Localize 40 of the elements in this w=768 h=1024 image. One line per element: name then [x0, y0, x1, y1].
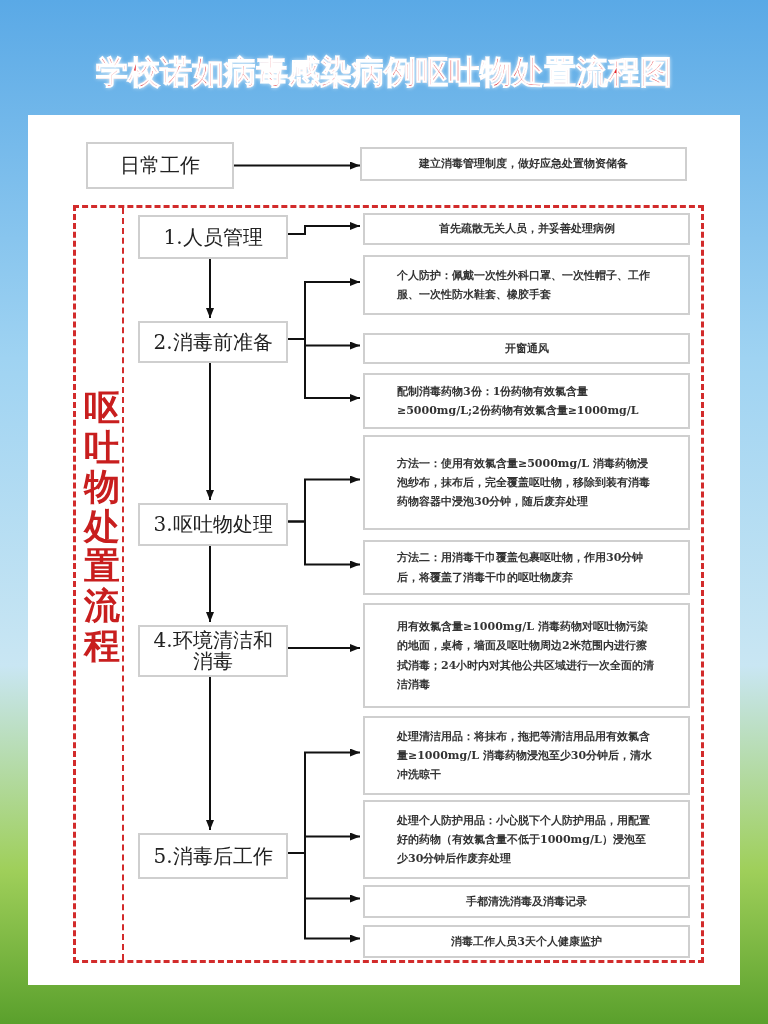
- detail-text: 开窗通风: [504, 340, 549, 357]
- detail-box: [363, 603, 690, 708]
- detail-text: 方法一：使用有效氯含量≥5000mg/L 消毒药物浸泡纱布，抹布后，完全覆盖呕吐物，移除到装有消毒药物容器中浸泡30分钟，随后废弃处理: [397, 455, 651, 511]
- detail-box: [360, 147, 687, 181]
- step-box: [138, 625, 288, 677]
- detail-text: 配制消毒药物3份：1份药物有效氯含量≥5000mg/L;2份药物有效氯含量≥1000mg/L: [397, 383, 640, 419]
- step-box: [138, 833, 288, 879]
- arrow: [233, 161, 361, 170]
- step-label: 日常工作: [120, 155, 200, 176]
- step-label: 4.环境清洁和消毒: [152, 630, 274, 672]
- detail-box: [363, 213, 690, 245]
- detail-box: [363, 925, 690, 958]
- detail-text: 建立消毒管理制度，做好应急处置物资储备: [419, 156, 628, 173]
- step-label: 3.呕吐物处理: [153, 514, 273, 535]
- step-label: 1.人员管理: [163, 226, 263, 248]
- detail-text: 消毒工作人员3天个人健康监护: [451, 933, 602, 950]
- detail-text: 方法二：用消毒干巾覆盖包裹呕吐物，作用30分钟后，将覆盖了消毒干巾的呕吐物废弃: [397, 550, 645, 586]
- detail-text: 处理清洁用品：将抹布，拖把等清洁用品用有效氯含量≥1000mg/L 消毒药物浸泡至少30分钟后，清水冲洗晾干: [397, 728, 654, 784]
- detail-box: [363, 255, 690, 315]
- detail-box: [363, 716, 690, 795]
- step-box: [138, 503, 288, 546]
- detail-box: [363, 333, 690, 364]
- vertical-heading: 呕吐物处置流程: [84, 388, 120, 666]
- dashed-frame: [73, 205, 704, 963]
- detail-text: 个人防护：佩戴一次性外科口罩、一次性帽子、工作服、一次性防水鞋套、橡胶手套: [397, 267, 651, 303]
- title: 学校诺如病毒感染病例呕吐物处置流程图: [95, 52, 673, 93]
- step-label: 5.消毒后工作: [153, 845, 273, 867]
- step-box: [138, 215, 288, 259]
- step-box: [86, 142, 234, 189]
- detail-box: [363, 540, 690, 595]
- step-label: 2.消毒前准备: [153, 331, 273, 353]
- detail-box: [363, 800, 690, 879]
- detail-box: [363, 435, 690, 530]
- detail-text: 用有效氯含量≥1000mg/L 消毒药物对呕吐物污染的地面，桌椅，墙面及呕吐物周边2米范围内进行擦拭消毒；24小时内对其他公共区域进行一次全面的清洁消毒: [397, 619, 656, 693]
- detail-text: 首先疏散无关人员，并妥善处理病例: [438, 221, 615, 238]
- detail-text: 处理个人防护用品：小心脱下个人防护用品，用配置好的药物（有效氯含量不低于1000mg/L）浸泡至少30分钟后作废弃处理: [397, 812, 651, 868]
- detail-box: [363, 373, 690, 429]
- detail-box: [363, 885, 690, 918]
- detail-text: 手都清洗消毒及消毒记录: [466, 893, 587, 910]
- step-box: [138, 321, 288, 363]
